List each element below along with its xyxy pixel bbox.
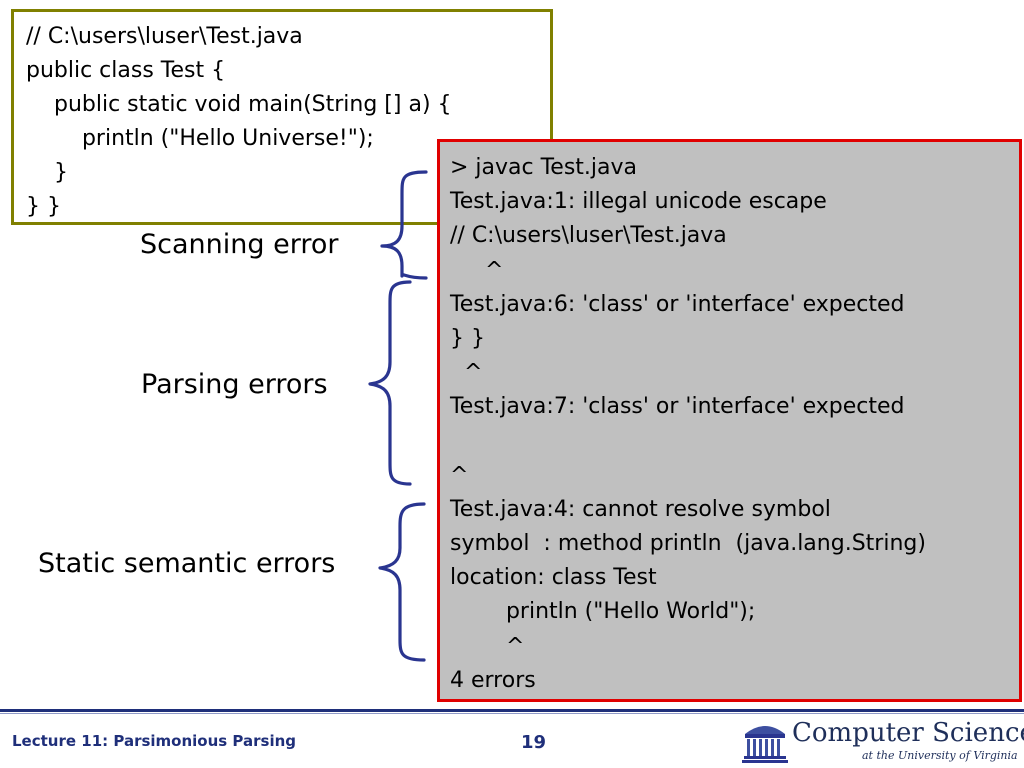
output-line: ^ [450, 360, 483, 386]
semantic-brace [378, 502, 426, 662]
code-line: public class Test { [26, 58, 226, 83]
code-line: } [26, 160, 68, 185]
output-line: // C:\users\luser\Test.java [450, 223, 727, 249]
parsing-errors-label: Parsing errors [141, 369, 328, 400]
code-line: public static void main(String [] a) { [26, 92, 452, 117]
output-line: Test.java:6: 'class' or 'interface' expe… [450, 291, 905, 317]
output-line: symbol : method println (java.lang.Strin… [450, 531, 926, 557]
output-line: ^ [450, 633, 525, 659]
output-line: 4 errors [450, 667, 536, 693]
rotunda-icon [742, 726, 788, 763]
code-line: // C:\users\luser\Test.java [26, 24, 303, 49]
code-line: } } [26, 194, 61, 219]
output-line: Test.java:1: illegal unicode escape [450, 189, 827, 215]
scanning-error-label: Scanning error [140, 229, 339, 260]
output-line: > javac Test.java [450, 155, 638, 180]
semantic-errors-label: Static semantic errors [38, 548, 336, 579]
source-code-box: // C:\users\luser\Test.java public class… [11, 9, 553, 225]
logo-title: Computer Science [792, 718, 1024, 748]
cs-uva-logo: Computer Science at the University of Vi… [742, 716, 1024, 766]
logo-subtitle: at the University of Virginia [862, 749, 1018, 762]
output-line [450, 425, 1019, 459]
footer-divider [0, 709, 1024, 712]
output-line: location: class Test [450, 565, 657, 591]
output-line: Test.java:7: 'class' or 'interface' expe… [450, 394, 905, 420]
footer-divider-thin [0, 713, 1024, 714]
output-line: } } [450, 325, 485, 351]
lecture-title: Lecture 11: Parsimonious Parsing [12, 732, 297, 750]
compiler-output-box: > javac Test.java Test.java:1: illegal u… [437, 139, 1022, 702]
output-line: Test.java:4: cannot resolve symbol [450, 496, 831, 522]
output-line: println ("Hello World"); [450, 599, 756, 625]
parsing-brace [368, 280, 412, 486]
output-line: ^ [450, 257, 504, 283]
output-line: ^ [450, 462, 469, 488]
page-number: 19 [521, 732, 547, 753]
code-line: println ("Hello Universe!"); [26, 126, 374, 151]
